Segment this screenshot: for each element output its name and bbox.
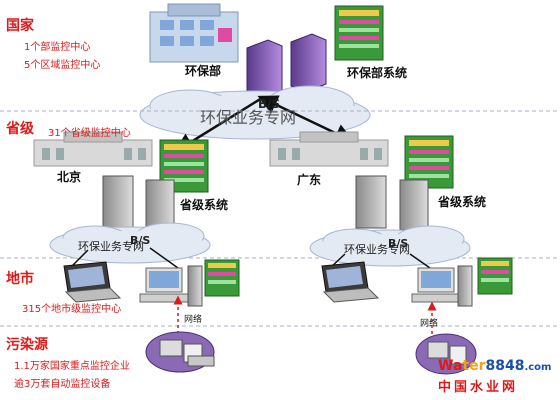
beijing-screen-icon	[159, 139, 209, 193]
right-laptop-icon	[321, 261, 380, 303]
guangdong-server-icon	[355, 175, 429, 231]
ministry-system-label: 环保部系统	[347, 66, 408, 80]
left-laptop-icon	[63, 261, 122, 303]
left-city-screen-icon	[204, 259, 240, 297]
province-system-left-label: 省级系统	[180, 198, 229, 212]
province-level-title: 省级	[6, 121, 34, 137]
left-pc-icon	[139, 265, 203, 307]
watermark-suffix: 8848	[485, 358, 525, 374]
right-cloud-label: 环保业务专网	[344, 243, 410, 256]
national-level-title: 国家	[6, 18, 34, 34]
right-pc-link	[409, 253, 431, 269]
pollution-level-title: 污染源	[6, 337, 48, 353]
guangdong-screen-icon	[404, 135, 454, 189]
province-system-right-label: 省级系统	[438, 195, 487, 209]
pollution-note-1: 1.1万家国家重点监控企业	[14, 361, 130, 372]
bs-label-left: B/S	[130, 234, 151, 247]
ministry-label: 环保部	[185, 64, 222, 78]
beijing-building-icon	[33, 131, 153, 167]
watermark-logo: Water8848.com	[438, 358, 551, 374]
network-label-left: 网络	[184, 315, 203, 325]
guangdong-building-icon	[269, 131, 389, 167]
city-level-title: 地市	[6, 271, 34, 287]
ministry-building-icon	[149, 3, 239, 63]
right-city-screen-icon	[477, 257, 513, 295]
left-cloud-shape	[49, 222, 211, 264]
right-cloud-shape	[309, 225, 471, 267]
pollution-note-2: 逾3万套自动监控设备	[14, 379, 111, 390]
left-cloud-label: 环保业务专网	[78, 240, 144, 253]
city-note-1: 315个地市级监控中心	[22, 304, 122, 315]
watermark-prefix: Wa	[438, 358, 463, 374]
watermark-middle: ter	[462, 358, 486, 374]
right-monitor-device-icon	[415, 333, 477, 375]
national-note-1: 1个部监控中心	[24, 42, 91, 53]
guangdong-label: 广东	[297, 173, 322, 187]
national-note-2: 5个区域监控中心	[24, 60, 101, 71]
bs-label-top: B/S	[258, 97, 281, 111]
watermark-domain: .com	[524, 362, 552, 373]
beijing-server-icon	[102, 175, 175, 231]
network-label-right: 网络	[420, 319, 439, 329]
province-note-1: 31个省级监控中心	[48, 128, 131, 139]
right-pc-icon	[411, 265, 473, 307]
beijing-label: 北京	[57, 170, 82, 184]
ministry-screen-icon	[334, 5, 384, 61]
bs-label-right: B/S	[388, 237, 409, 250]
watermark-cn: 中国水业网	[438, 380, 519, 395]
left-monitor-device-icon	[145, 331, 215, 373]
left-pc-link	[149, 247, 179, 269]
top-cloud-label: 环保业务专网	[200, 108, 297, 127]
